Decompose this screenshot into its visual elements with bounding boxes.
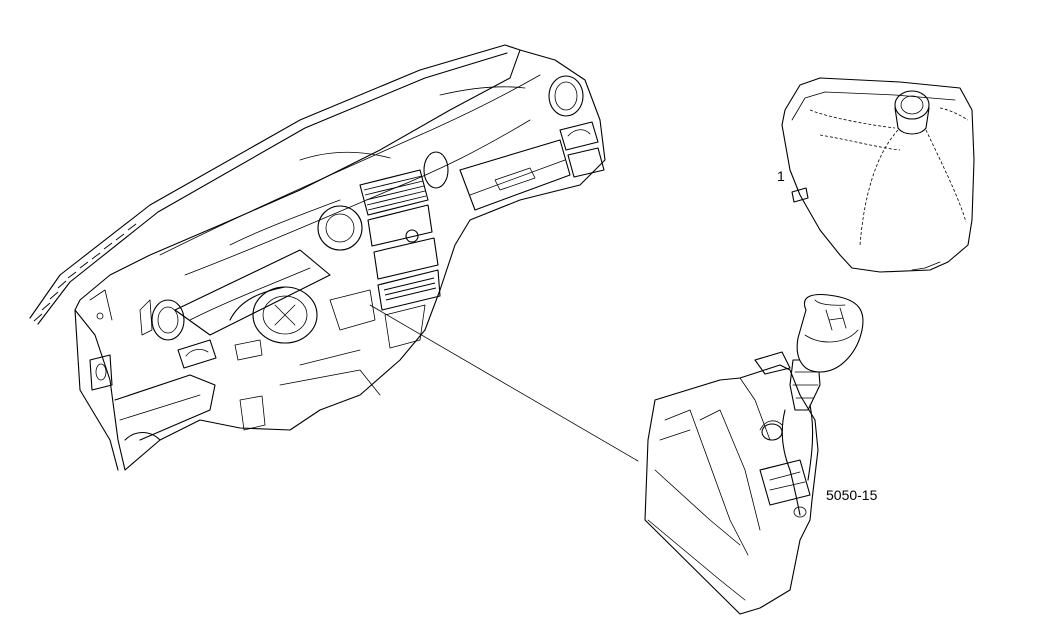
gear-console-assembly [644, 293, 864, 615]
figure-code-label: 5050-15 [826, 487, 878, 503]
callout-1: 1 [777, 168, 785, 184]
dashboard-assembly [29, 44, 606, 471]
leader-line [369, 304, 639, 462]
reservoir-part [781, 77, 975, 273]
